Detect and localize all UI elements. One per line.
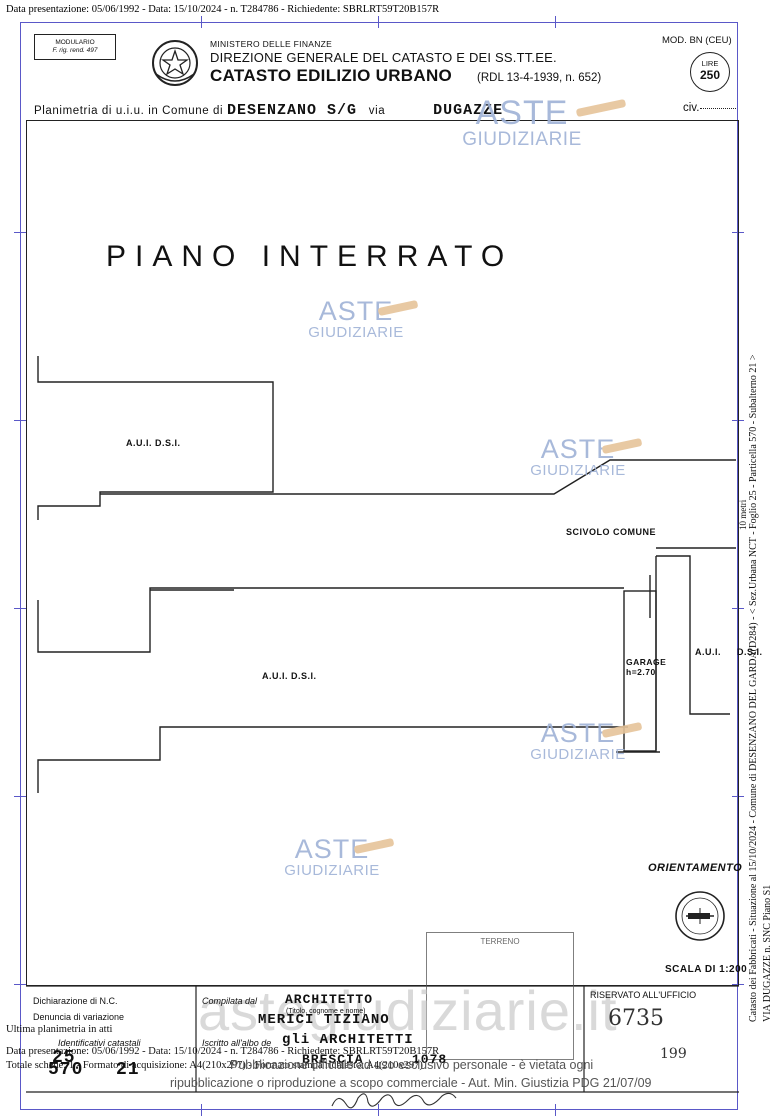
label-aui-main: A.U.I. D.S.I. xyxy=(262,671,317,681)
label-garage: GARAGE xyxy=(626,657,667,667)
watermark-logo: ASTE GIUDIZIARIE xyxy=(524,720,643,763)
ramp-upper-wall xyxy=(100,459,736,495)
document-frame xyxy=(20,22,738,1110)
modulario-box: MODULARIO F. rig. rend. 497 xyxy=(34,34,116,60)
albo-value: gli ARCHITETTI xyxy=(282,1032,414,1048)
rdl-reference: (RDL 13-4-1939, n. 652) xyxy=(477,72,602,84)
compilata-value: ARCHITETTO xyxy=(285,992,374,1007)
civ-label: civ. xyxy=(683,102,700,114)
iscritto-label: Iscritto all'albo de xyxy=(202,1038,272,1048)
label-dsi-right: D.S.I. xyxy=(737,647,763,657)
scale-label: SCALA DI 1:200 xyxy=(665,964,748,975)
plan-prefix: Planimetria di u.i.u. in Comune di xyxy=(34,105,224,117)
signature-mark xyxy=(331,1092,457,1109)
overlay-presentation-line: Data presentazione: 05/06/1992 - Data: 1… xyxy=(6,1046,440,1057)
modulario-label: MODULARIO xyxy=(55,39,95,46)
frame-tick xyxy=(201,1104,202,1116)
frame-tick xyxy=(201,16,202,28)
frame-tick xyxy=(14,984,26,985)
denuncia-label: Denuncia di variazione xyxy=(33,1012,125,1022)
site-watermark: astegiudiziarie.it xyxy=(198,979,618,1042)
provincia-value: BRESCIA xyxy=(302,1052,364,1067)
presentation-info-line: Data presentazione: 05/06/1992 - Data: 1… xyxy=(6,4,440,15)
cadastral-side-note: Catasto dei Fabbricati - Situazione al 1… xyxy=(748,354,759,1022)
label-scivolo: SCIVOLO COMUNE xyxy=(566,527,657,537)
foglio-value: 25 xyxy=(52,1048,76,1068)
lire-value: 250 xyxy=(699,68,721,82)
direction-label: DIREZIONE GENERALE DEL CATASTO E DEI SS.… xyxy=(210,50,557,65)
albo-number: 1078 xyxy=(412,1052,448,1067)
north-arrow-icon xyxy=(675,891,725,941)
watermark-aste: ASTE xyxy=(475,94,569,132)
dich-nc-label: Dichiarazione di N.C. xyxy=(33,996,118,1006)
watermark-giudiziarie: GIUDIZIARIE xyxy=(530,746,626,763)
plan-address-row: Planimetria di u.i.u. in Comune di DESEN… xyxy=(34,102,503,119)
stamp-terreno: TERRENO xyxy=(480,937,520,946)
watermark-giudiziarie: GIUDIZIARIE xyxy=(308,324,404,341)
cadastral-side-address: VIA DUGAZZE n. SNC Piano S1 xyxy=(762,884,773,1022)
civ-blank xyxy=(700,108,736,109)
frame-tick xyxy=(378,16,379,28)
publication-notice: Pubblicazione ufficiale ad uso esclusivo… xyxy=(230,1058,594,1072)
modulario-code: F. rig. rend. 497 xyxy=(52,47,98,54)
lire-label: LIRE xyxy=(701,59,719,68)
ministry-label: MINISTERO DELLE FINANZE xyxy=(210,39,333,49)
orientation-label: ORIENTAMENTO xyxy=(648,862,743,874)
totale-schede-line: Totale schede: 1 - Formato di acquisizio… xyxy=(6,1060,423,1071)
via-value: DUGAZZE xyxy=(433,102,504,119)
frame-tick xyxy=(378,1104,379,1116)
office-stamp: TERRENO xyxy=(426,932,574,1060)
frame-tick xyxy=(14,796,26,797)
watermark-logo: ASTE GIUDIZIARIE xyxy=(426,94,627,150)
frame-tick xyxy=(555,16,556,28)
model-code: MOD. BN (CEU) xyxy=(662,35,732,46)
sub-value: 21 xyxy=(116,1060,140,1080)
main-unit-bottom xyxy=(37,726,628,793)
label-aui-top: A.U.I. D.S.I. xyxy=(126,438,181,448)
right-unit-outline xyxy=(656,555,730,715)
watermark-giudiziarie: GIUDIZIARIE xyxy=(462,129,582,150)
riservato-label: RISERVATO ALL'UFFICIO xyxy=(590,990,697,1000)
frame-tick xyxy=(14,232,26,233)
comune-value: DESENZANO S/G xyxy=(226,102,357,119)
frame-tick xyxy=(14,420,26,421)
identificativi-label: Identificativi catastali xyxy=(58,1038,141,1048)
republic-emblem-icon xyxy=(152,40,198,86)
watermark-giudiziarie: GIUDIZIARIE xyxy=(284,862,380,879)
office-protocol-number: 6735 xyxy=(608,1006,664,1031)
upper-unit-outline xyxy=(37,356,274,520)
frame-tick xyxy=(14,608,26,609)
professional-name: MERICI TIZIANO xyxy=(258,1012,390,1028)
ultima-planimetria: Ultima planimetria in atti xyxy=(6,1024,113,1035)
catasto-title: CATASTO EDILIZIO URBANO xyxy=(210,66,453,85)
floor-title: PIANO INTERRATO xyxy=(106,240,514,273)
label-aui-right: A.U.I. xyxy=(695,647,722,657)
compilata-label: Compilata dal xyxy=(202,996,258,1006)
main-unit-top xyxy=(37,587,624,653)
via-label: via xyxy=(368,105,386,117)
titolo-note: (Titolo, cognome e nome) xyxy=(286,1008,366,1015)
particella-value: 570 xyxy=(48,1060,84,1080)
watermark-logo: ASTE GIUDIZIARIE xyxy=(524,436,643,479)
office-date: 199 xyxy=(660,1046,687,1062)
label-height: h=2.70 xyxy=(626,667,656,677)
watermark-logo: ASTE GIUDIZIARIE xyxy=(278,836,395,879)
scale-side-label: 10 metri xyxy=(738,499,748,530)
republication-notice: ripubblicazione o riproduzione a scopo c… xyxy=(170,1076,652,1090)
watermark-logo: ASTE GIUDIZIARIE xyxy=(302,298,419,341)
stamp-duty-circle: LIRE 250 xyxy=(690,52,730,92)
frame-tick xyxy=(555,1104,556,1116)
watermark-giudiziarie: GIUDIZIARIE xyxy=(530,462,626,479)
